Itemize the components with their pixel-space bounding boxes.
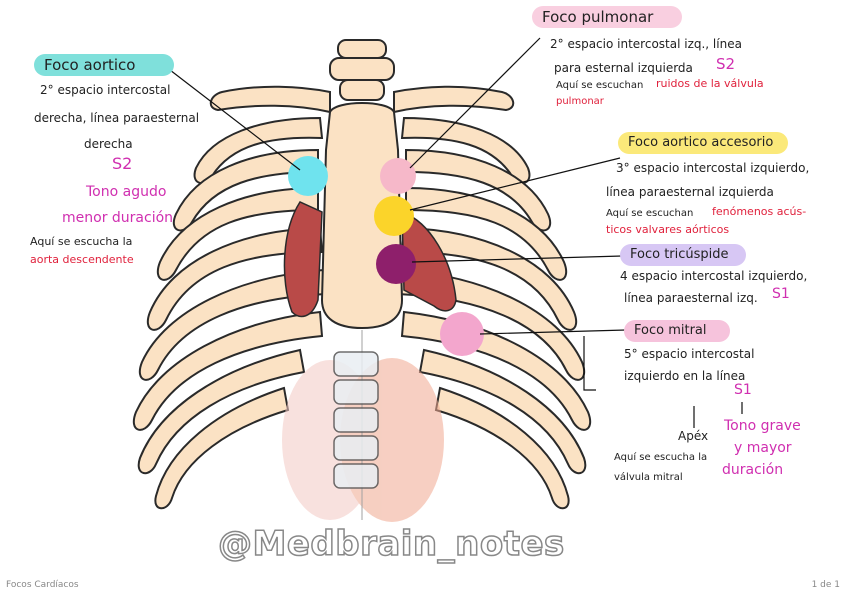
rib-cage-illustration (133, 37, 743, 522)
leader-lines (169, 37, 743, 428)
note-aortico-3: derecha (84, 137, 133, 151)
label-foco-tricuspide-text: Foco tricúspide (630, 247, 729, 262)
focus-dot-accesorio (374, 196, 414, 236)
note-accesorio-2: línea paraesternal izquierda (606, 185, 774, 199)
page-footer: Focos Cardíacos 1 de 1 (0, 576, 848, 596)
note-pulmonar-1: 2° espacio intercostal izq., línea (550, 37, 742, 51)
note-pulmonar-3a: Aquí se escuchan (556, 80, 644, 91)
focus-dot-pulmonar (380, 158, 416, 194)
note-mitral-apex: Apéx (678, 429, 709, 443)
label-foco-tricuspide: Foco tricúspide (620, 244, 746, 266)
focus-dot-aortico (288, 156, 328, 196)
footer-page-number: 1 de 1 (811, 580, 840, 590)
note-pulmonar-sound: S2 (716, 55, 736, 73)
note-accesorio-1: 3° espacio intercostal izquierdo, (616, 161, 810, 175)
label-foco-pulmonar-text: Foco pulmonar (542, 8, 654, 26)
ribs-left (133, 116, 328, 510)
note-mitral-1: 5° espacio intercostal (624, 347, 755, 361)
note-accesorio-3a: Aquí se escuchan (606, 208, 694, 219)
note-tricuspide-1: 4 espacio intercostal izquierdo, (620, 269, 808, 283)
focus-dot-tricuspide (376, 244, 416, 284)
note-pulmonar-3b: ruidos de la válvula (656, 77, 764, 90)
label-foco-aortico: Foco aortico (34, 54, 174, 76)
footer-title: Focos Cardíacos (6, 580, 79, 590)
note-pulmonar-4: pulmonar (556, 96, 604, 107)
lower-spine (333, 351, 379, 489)
note-mitral-tone3: duración (722, 462, 784, 478)
note-mitral-3: Aquí se escucha la (614, 452, 708, 463)
note-aortico-1: 2° espacio intercostal (40, 83, 171, 97)
document-page: Foco aortico 2° espacio intercostal dere… (30, 6, 810, 565)
note-accesorio-4: ticos valvares aórticos (606, 223, 730, 236)
note-aortico-4: Aquí se escucha la (30, 235, 133, 248)
note-aortico-2: derecha, línea paraesternal (34, 111, 200, 125)
note-aortico-tone2: menor duración (62, 210, 174, 226)
note-mitral-sound: S1 (734, 382, 752, 398)
label-foco-pulmonar: Foco pulmonar (532, 6, 682, 28)
note-aortico-tone1: Tono agudo (86, 184, 167, 200)
note-tricuspide-sound: S1 (772, 286, 790, 302)
note-mitral-tone1: Tono grave (724, 418, 801, 434)
note-aortico-sound: S2 (112, 154, 133, 173)
label-foco-aortico-accesorio-text: Foco aortico accesorio (628, 135, 774, 150)
focus-dot-mitral (440, 312, 484, 356)
note-mitral-4: válvula mitral (614, 472, 683, 483)
note-aortico-5: aorta descendente (30, 253, 134, 266)
note-mitral-2: izquierdo en la línea (624, 369, 746, 383)
label-foco-aortico-text: Foco aortico (44, 56, 136, 74)
spine (329, 39, 395, 101)
note-accesorio-3b: fenómenos acús- (712, 205, 807, 218)
note-mitral-tone2: y mayor (734, 440, 792, 456)
label-foco-mitral-text: Foco mitral (634, 323, 707, 338)
note-pulmonar-2: para esternal izquierda (554, 61, 693, 75)
watermark: @Medbrain_notes (217, 523, 565, 565)
note-tricuspide-2: línea paraesternal izq. (624, 291, 758, 305)
clavicles (209, 85, 515, 114)
label-foco-mitral: Foco mitral (624, 320, 730, 342)
label-foco-aortico-accesorio: Foco aortico accesorio (618, 132, 788, 154)
